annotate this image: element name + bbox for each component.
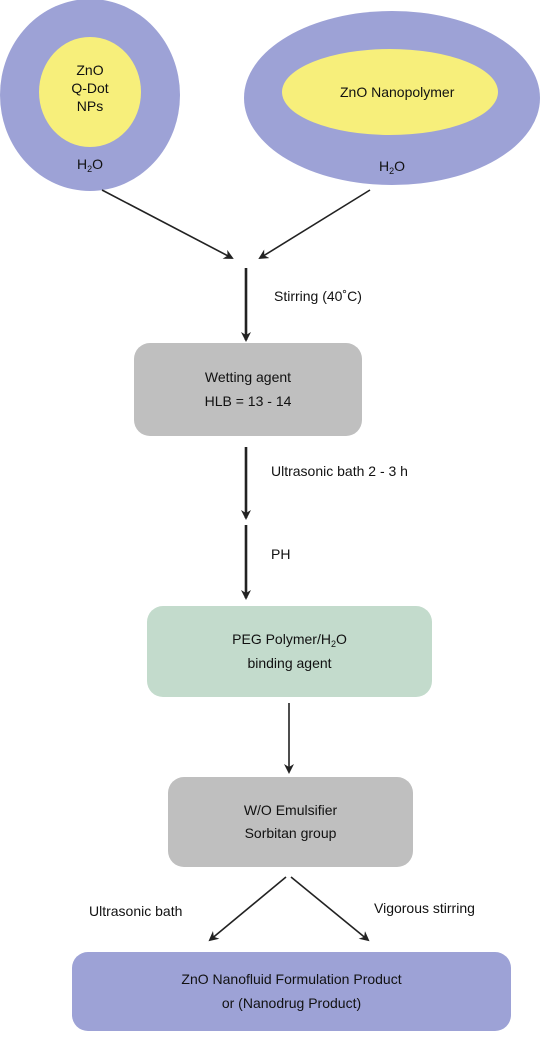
nanopolymer-water-sub: 2 [389,166,395,176]
wetting-agent-line1: Wetting agent [204,369,292,386]
wetting-agent-box: Wetting agent HLB = 13 - 14 [134,343,362,436]
arrow-nanopolymer-to-mix [258,189,371,260]
qdot-label-line1: ZnO [76,62,104,78]
peg-binding-agent-box: PEG Polymer/H2O binding agent [147,606,432,697]
arrow-vigorous-stirring-branch [290,876,370,942]
final-product-box: ZnO Nanofluid Formulation Product or (Na… [72,952,511,1031]
peg-line1-tail: O [335,631,347,648]
qdot-core-label: ZnO Q-Dot NPs [52,61,128,116]
nanopolymer-water-label: H2O [379,158,406,176]
ultrasonic-duration-label: Ultrasonic bath 2 - 3 h [271,463,408,479]
peg-line2: binding agent [247,654,332,671]
qdot-water-label: H2O [77,156,104,174]
emulsifier-line2: Sorbitan group [244,825,337,841]
ph-label: PH [271,546,291,562]
nanopolymer-core [282,49,498,135]
ultrasonic-bath-branch-label: Ultrasonic bath [89,903,183,919]
qdot-water-sub: 2 [87,164,93,174]
peg-line1-sub: 2 [330,639,336,650]
product-line1: ZnO Nanofluid Formulation Product [181,971,402,988]
qdot-water-o: O [92,156,104,172]
emulsifier-line1: W/O Emulsifier [243,801,338,818]
arrow-ultrasonic-bath-branch [208,876,287,942]
nanopolymer-water-o: O [394,158,406,174]
nanopolymer-water-h: H [379,158,390,174]
stirring-label: Stirring (40˚C) [274,288,362,304]
emulsifier-box: W/O Emulsifier Sorbitan group [168,777,413,867]
peg-line1: PEG Polymer/H2O [232,628,347,651]
wetting-agent-line2: HLB = 13 - 14 [204,392,292,409]
qdot-label-line3: NPs [76,98,104,115]
qdot-core [39,37,141,147]
nanopolymer-core-label: ZnO Nanopolymer [340,84,455,100]
peg-line1-text: PEG Polymer/H [232,631,331,648]
arrow-qdot-to-mix [101,189,234,259]
qdot-water-h: H [77,156,88,172]
product-line2: or (Nanodrug Product) [221,994,362,1011]
vigorous-stirring-label: Vigorous stirring [374,900,475,916]
qdot-label-line2: Q-Dot [71,80,109,97]
